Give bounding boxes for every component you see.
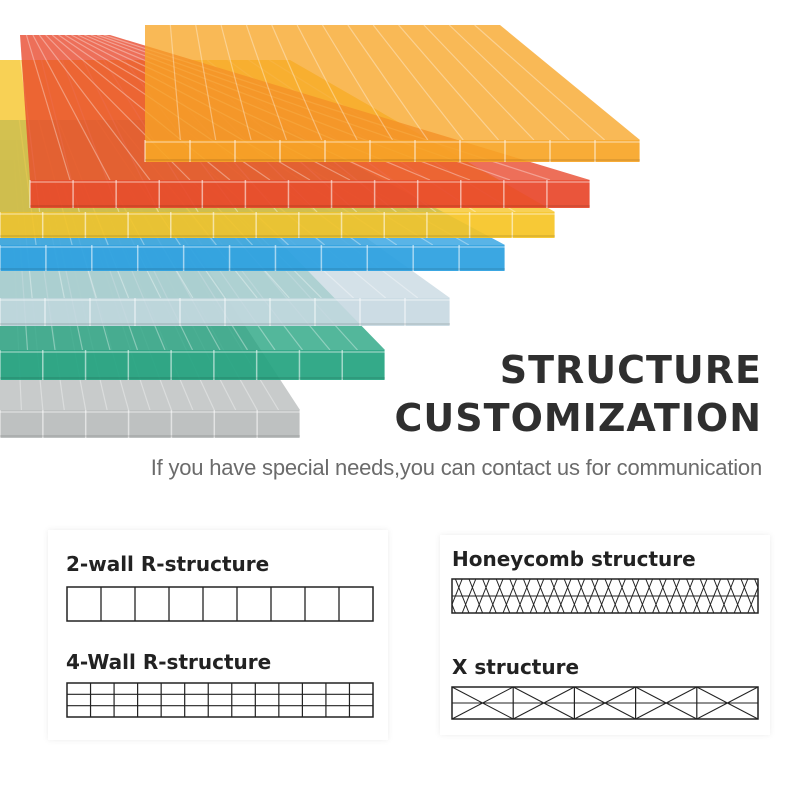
x-structure-diagonal <box>574 686 636 720</box>
x-structure-diagram <box>451 686 759 720</box>
honeycomb-cell <box>655 595 671 614</box>
x-structure-diagonal <box>696 686 759 720</box>
honeycomb-cell <box>675 578 691 597</box>
honeycomb-cell <box>628 595 643 614</box>
x-structure-diagonal <box>512 686 575 720</box>
honeycomb-cell <box>737 595 752 614</box>
honeycomb-cell <box>451 578 460 597</box>
four-wall-diagram <box>66 682 374 718</box>
honeycomb-cell <box>750 595 759 614</box>
honeycomb-cell <box>682 595 698 614</box>
honeycomb-cell <box>648 578 664 597</box>
honeycomb-diagram <box>451 578 759 614</box>
honeycomb-cell <box>730 578 745 597</box>
honeycomb-cell <box>641 595 657 614</box>
two-wall-label: 2-wall R-structure <box>66 552 270 576</box>
two-wall-diagram <box>66 586 374 622</box>
honeycomb-cell <box>505 595 521 614</box>
honeycomb-cell <box>743 578 759 597</box>
honeycomb-cell <box>689 578 705 597</box>
honeycomb-cell <box>485 578 501 597</box>
x-structure-diagonal <box>635 686 698 720</box>
honeycomb-cell <box>471 578 487 597</box>
honeycomb-cell <box>458 578 473 597</box>
honeycomb-cell <box>709 595 725 614</box>
honeycomb-cell <box>580 578 596 597</box>
polycarbonate-sheets-illustration <box>0 24 641 438</box>
title-line-1: STRUCTURE <box>499 348 762 392</box>
honeycomb-cell <box>696 595 711 614</box>
honeycomb-cell <box>567 578 582 597</box>
honeycomb-cell <box>703 578 718 597</box>
honeycomb-cell <box>573 595 589 614</box>
honeycomb-cell <box>560 595 575 614</box>
honeycomb-cell <box>607 578 623 597</box>
honeycomb-cell <box>492 595 507 614</box>
honeycomb-cell <box>716 578 732 597</box>
x-structure-label: X structure <box>452 655 580 679</box>
two-wall-outline <box>66 586 374 622</box>
subtitle: If you have special needs,you can contac… <box>150 455 762 480</box>
honeycomb-cell <box>451 595 467 614</box>
honeycomb-cell <box>519 595 535 614</box>
honeycomb-cell <box>539 578 555 597</box>
sheet-7 <box>144 24 641 162</box>
x-structure-diagonal <box>451 686 514 720</box>
four-wall-outline <box>66 682 374 718</box>
honeycomb-cell <box>533 595 548 614</box>
honeycomb-cell <box>635 578 650 597</box>
honeycomb-cell <box>723 595 739 614</box>
honeycomb-cell <box>669 595 684 614</box>
honeycomb-cell <box>465 595 480 614</box>
honeycomb-label: Honeycomb structure <box>452 547 696 571</box>
honeycomb-cell <box>546 595 562 614</box>
honeycomb-cell <box>601 595 616 614</box>
left-structure-panel: 2-wall R-structure 4-Wall R-structure <box>48 530 388 740</box>
honeycomb-cell <box>594 578 609 597</box>
honeycomb-cell <box>526 578 541 597</box>
honeycomb-cell <box>621 578 637 597</box>
honeycomb-cell <box>512 578 528 597</box>
honeycomb-cell <box>499 578 514 597</box>
honeycomb-cell <box>614 595 630 614</box>
four-wall-label: 4-Wall R-structure <box>66 650 272 674</box>
honeycomb-cell <box>587 595 603 614</box>
right-structure-panel: Honeycomb structure X structure <box>440 535 770 735</box>
honeycomb-cell <box>553 578 569 597</box>
honeycomb-cell <box>662 578 677 597</box>
title-line-2: CUSTOMIZATION <box>394 396 762 440</box>
honeycomb-cell <box>478 595 494 614</box>
